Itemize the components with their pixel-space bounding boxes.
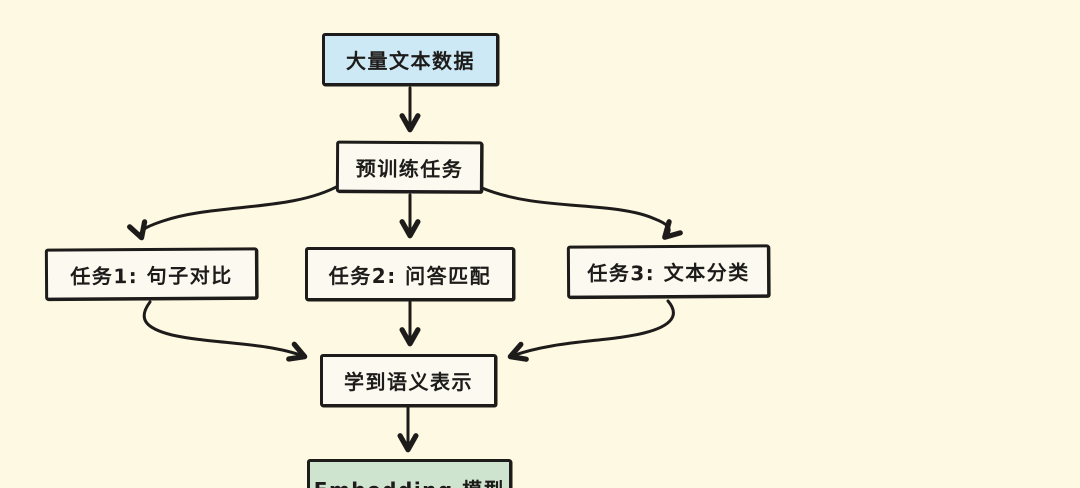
edge-task3-to-semantic	[507, 299, 675, 362]
node-task2: 任务2: 问答匹配	[305, 247, 515, 301]
edge-task1-to-semantic	[142, 300, 308, 362]
edge-pretrain-to-task1	[127, 183, 342, 241]
node-embedding: Embedding 模型	[307, 459, 512, 488]
edge-pretrain-to-task3	[480, 186, 683, 240]
node-semantic: 学到语义表示	[320, 354, 497, 407]
node-task3: 任务3: 文本分类	[566, 244, 771, 299]
node-text-data: 大量文本数据	[322, 33, 499, 86]
node-pretrain: 预训练任务	[335, 140, 484, 194]
node-task1: 任务1: 句子对比	[44, 247, 259, 301]
